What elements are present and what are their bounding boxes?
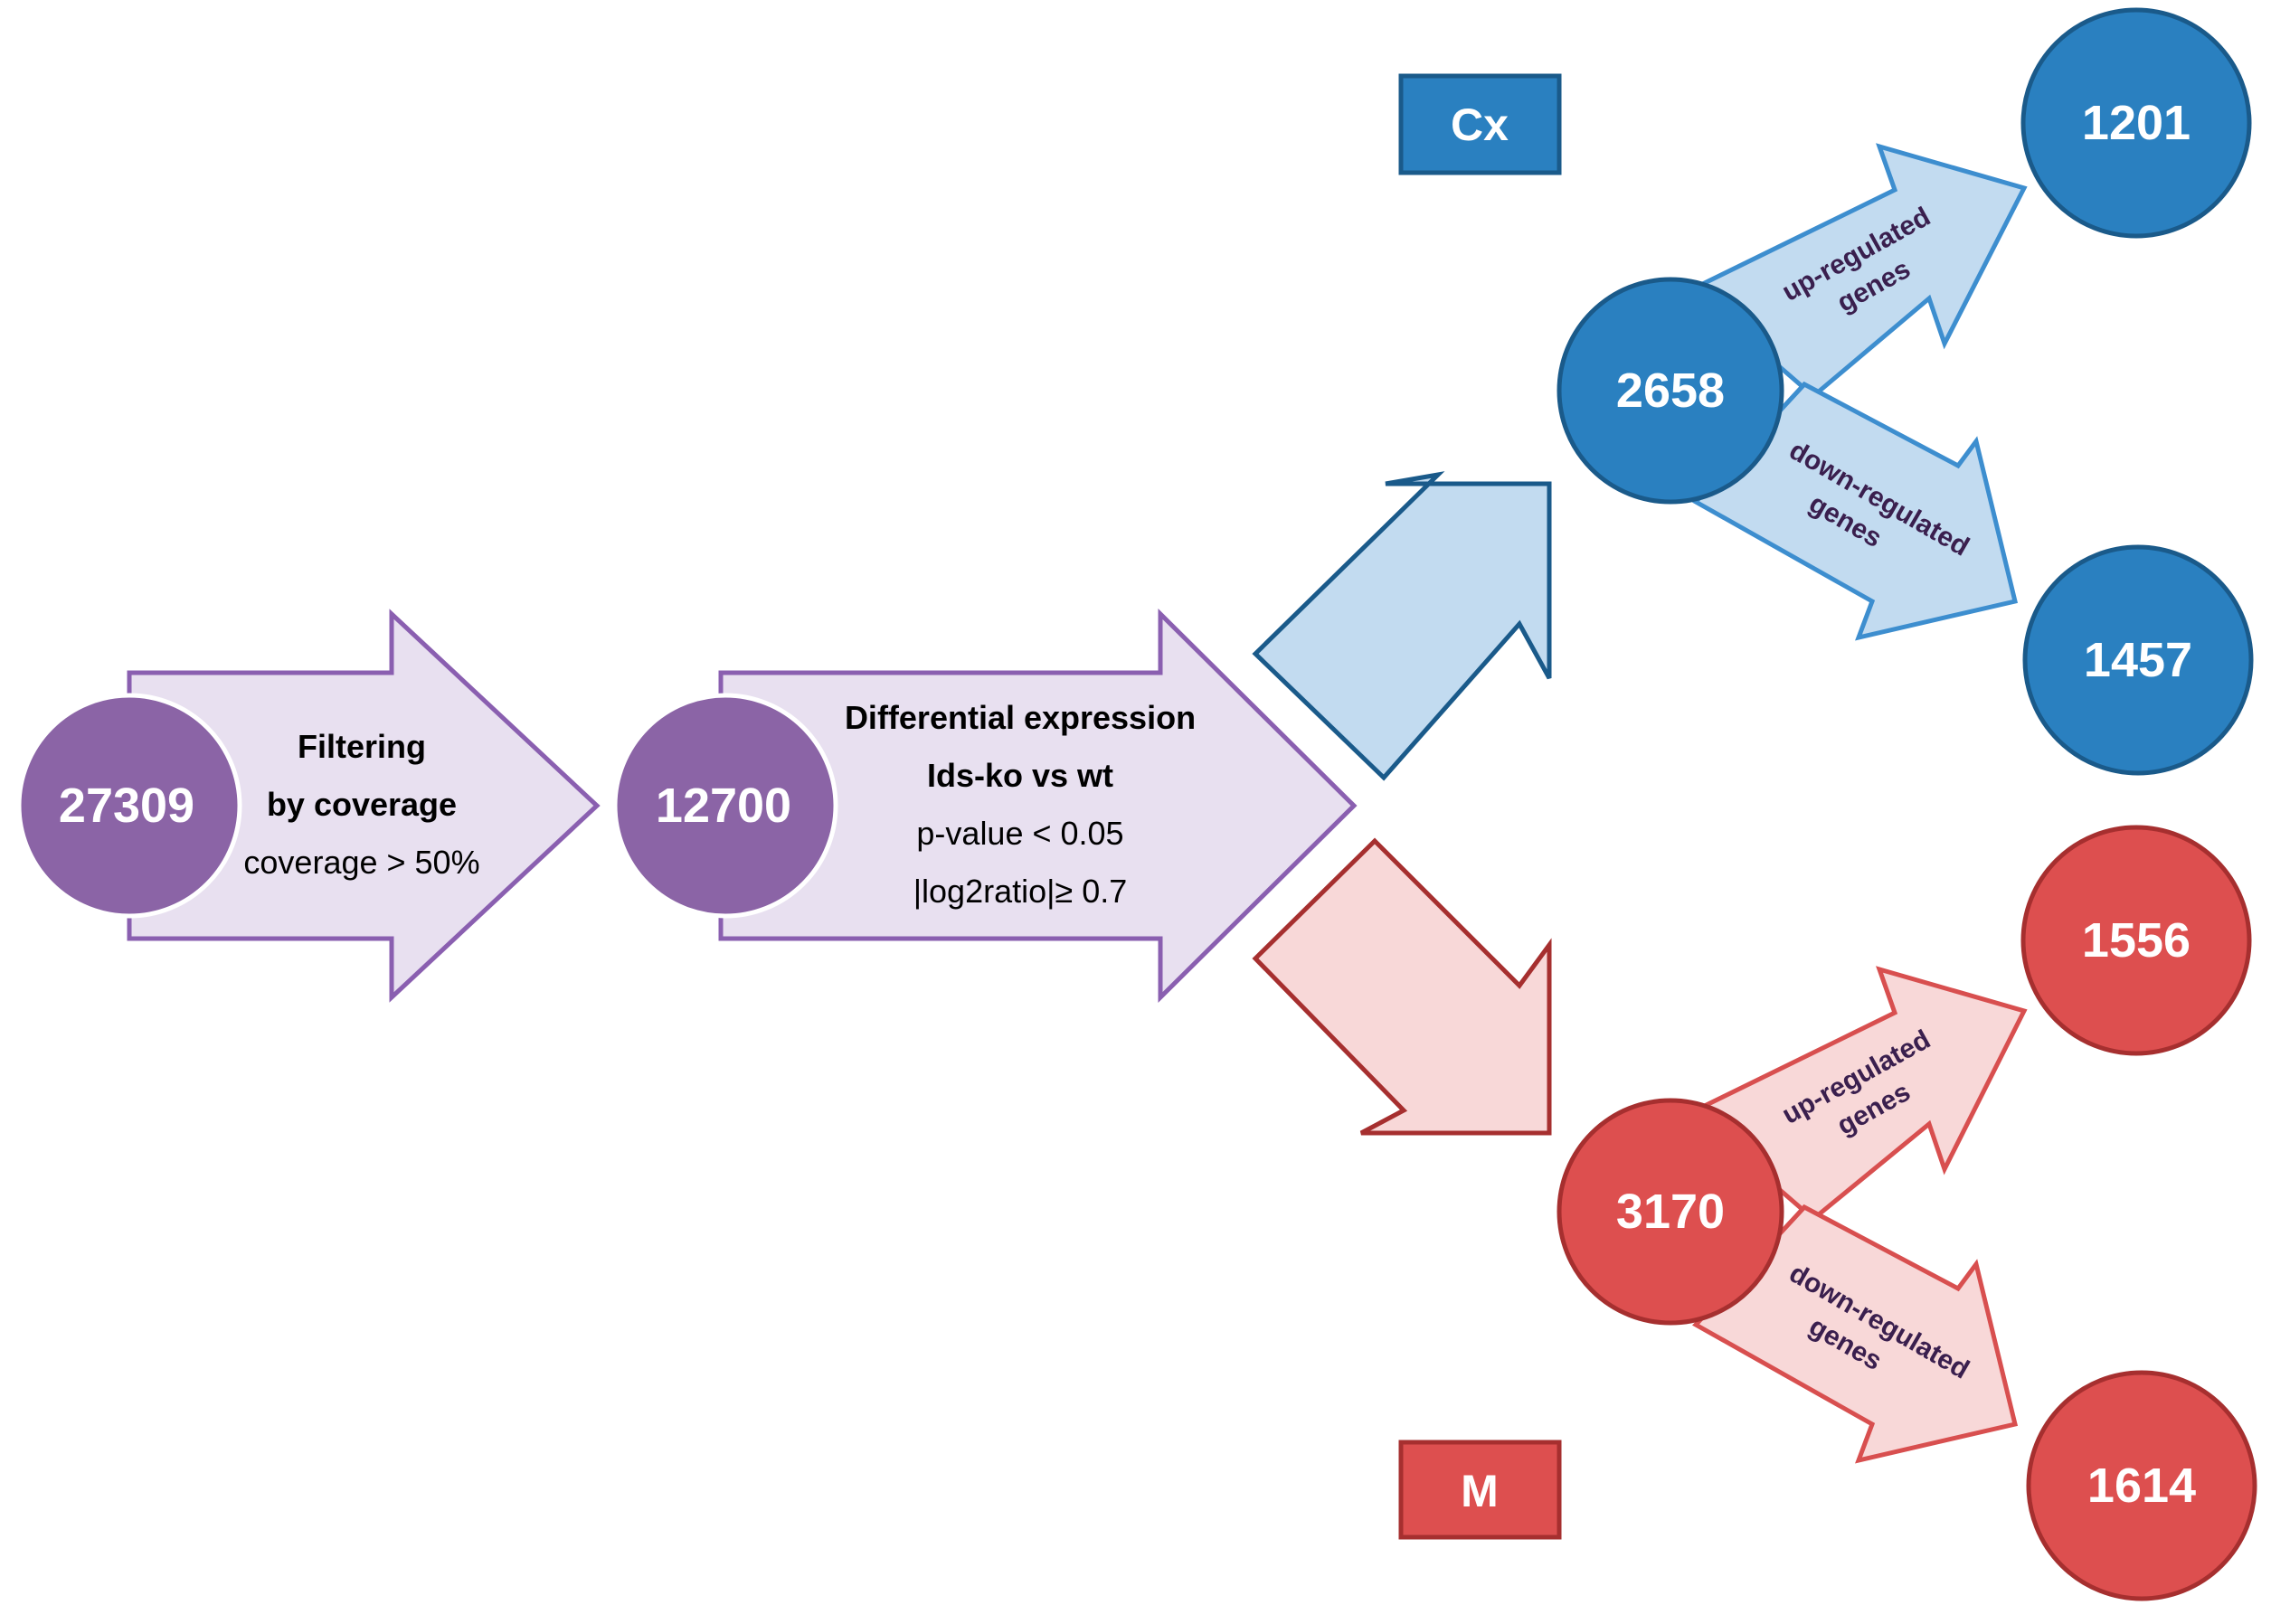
- node-cx-down-value: 1457: [2084, 633, 2192, 687]
- node-m-down: [2026, 1370, 2257, 1601]
- node-m-total: [1557, 1098, 1784, 1326]
- node-filtered: [612, 693, 838, 919]
- m-split-arrow: [1252, 837, 1552, 1136]
- node-m-down-value: 1614: [2087, 1459, 2196, 1513]
- cx-tag: [1398, 73, 1562, 175]
- node-m-up-value: 1556: [2082, 913, 2191, 968]
- m-down-arrow: [1692, 1204, 2019, 1464]
- differential-title: Differential expression: [845, 699, 1196, 736]
- node-cx-down: [2022, 544, 2254, 776]
- node-cx-total: [1557, 277, 1784, 505]
- filtering-title: Filtering: [298, 728, 426, 765]
- cx-down-arrow: [1692, 381, 2019, 641]
- node-cx-up-value: 1201: [2082, 96, 2191, 150]
- node-filtered-value: 12700: [656, 779, 791, 833]
- m-tag-label: M: [1461, 1466, 1499, 1516]
- m-tag: [1398, 1440, 1562, 1540]
- filtering-criterion: coverage > 50%: [243, 844, 479, 881]
- node-cx-up: [2020, 7, 2252, 239]
- differential-pvalue: p-value < 0.05: [916, 815, 1123, 852]
- node-m-up: [2020, 825, 2252, 1056]
- cx-tag-label: Cx: [1451, 99, 1509, 150]
- node-cx-total-value: 2658: [1616, 364, 1725, 418]
- differential-comparison: Ids-ko vs wt: [927, 757, 1113, 794]
- filtering-subtitle: by coverage: [267, 786, 457, 823]
- node-m-total-value: 3170: [1616, 1185, 1725, 1239]
- differential-arrow: [718, 609, 1358, 1003]
- filtering-arrow: [127, 609, 601, 1003]
- node-total-value: 27309: [59, 779, 194, 833]
- cx-split-arrow: [1252, 471, 1552, 781]
- differential-log2ratio: |log2ratio|≥ 0.7: [913, 873, 1128, 910]
- node-total: [16, 693, 242, 919]
